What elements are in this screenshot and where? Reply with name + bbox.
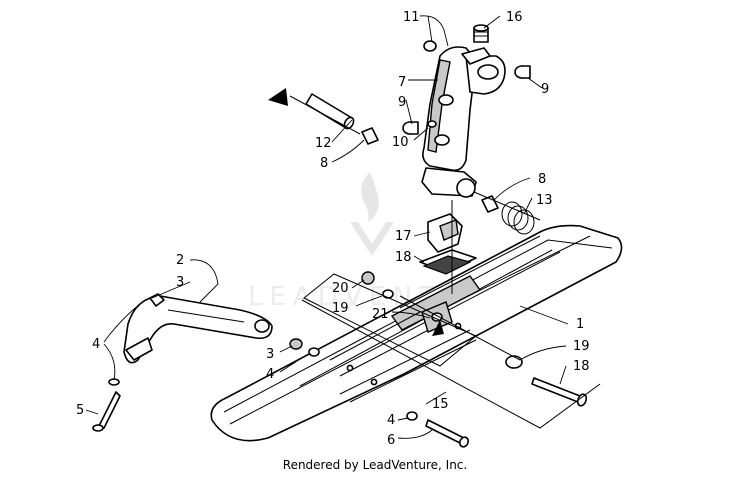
callout-3-loop: 3: [176, 275, 184, 290]
direction-arrow-bottom: [432, 320, 444, 336]
callout-19-left: 19: [332, 301, 349, 316]
callout-16: 18: [395, 250, 412, 265]
callout-5: 5: [76, 403, 84, 418]
ski-saddle: [421, 301, 453, 333]
callout-21: 21: [372, 307, 389, 322]
callout-8-right: 8: [538, 172, 546, 187]
bushing-upper: [514, 65, 531, 79]
callout-1: 1: [576, 317, 584, 332]
dampener: [427, 213, 463, 253]
leader-lines: [85, 15, 569, 439]
assembly-lines: [289, 95, 601, 429]
set-screw: [473, 24, 489, 43]
callout-4-bottom: 4: [387, 413, 395, 428]
callout-12: 12: [315, 136, 332, 151]
callout-2: 2: [176, 253, 184, 268]
render-credit: Rendered by LeadVenture, Inc.: [282, 458, 468, 472]
ski-bolt-bottom: [406, 411, 469, 448]
callout-3-ski: 3: [266, 347, 274, 362]
spindle: [421, 46, 506, 198]
callout-9-left: 9: [398, 95, 406, 110]
callout-labels: 11 16 7 9 9 10 12 8 8 13 17 18 20 19 21 …: [76, 10, 590, 448]
lock-nut: [423, 40, 491, 65]
callout-4-ski: 4: [266, 367, 274, 382]
callout-7: 7: [398, 75, 406, 90]
direction-arrow-top: [268, 88, 288, 106]
bolt-10: [427, 120, 437, 128]
mounting-plate: [419, 249, 477, 275]
ski: [210, 224, 623, 442]
callout-8-left: 8: [320, 156, 328, 171]
callout-10: 10: [392, 135, 409, 150]
wear-bar: [339, 329, 477, 403]
callout-20: 20: [332, 281, 349, 296]
callout-4-loop: 4: [92, 337, 100, 352]
callout-11: 11: [403, 10, 420, 25]
callout-6: 6: [387, 433, 395, 448]
callout-18: 18: [573, 359, 590, 374]
callout-14: 16: [506, 10, 523, 25]
bushing-lower: [402, 121, 419, 135]
callout-17: 15: [432, 397, 449, 412]
ski-washer-right: [505, 355, 523, 369]
ski-hardware-left: [289, 338, 320, 357]
callout-9-right: 9: [541, 82, 549, 97]
loop-bolt: [92, 391, 121, 432]
bushing-8-left: [361, 127, 379, 145]
callout-19-right: 19: [573, 339, 590, 354]
spindle-bolt: [531, 377, 588, 407]
callout-13: 13: [536, 193, 553, 208]
spring: [501, 201, 535, 235]
callout-15: 17: [395, 229, 412, 244]
